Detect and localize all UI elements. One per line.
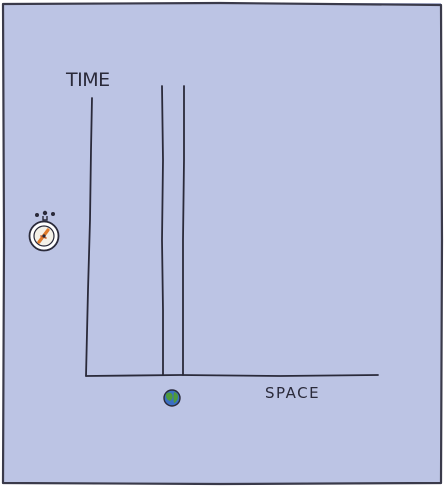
earth-icon [164,390,180,406]
worldline-left-edge [162,86,163,375]
space-axis [86,375,378,376]
worldline-right-edge [183,86,184,375]
space-axis-label: SPACE [265,384,320,402]
time-axis-label: TIME [65,69,110,91]
